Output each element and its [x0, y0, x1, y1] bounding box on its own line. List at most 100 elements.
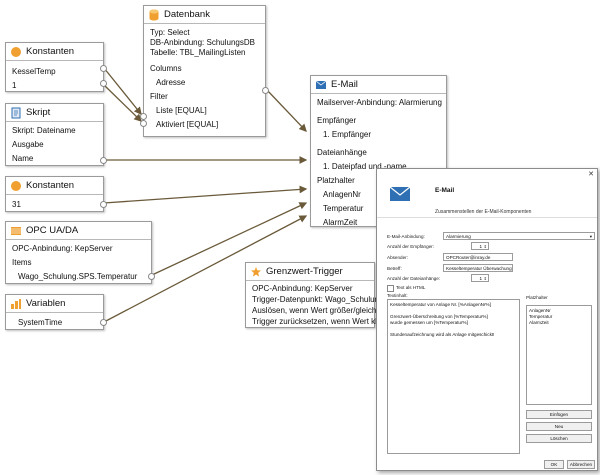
- platzhalter-item[interactable]: AnlagenNr: [529, 308, 551, 313]
- port[interactable]: [100, 201, 107, 208]
- email-mailserver: Mailserver-Anbindung: Alarmierung: [317, 98, 442, 107]
- wire-31-anlagennr: [103, 185, 308, 204]
- trigger-line: Auslösen, wenn Wert größer/gleich: [252, 306, 377, 315]
- abbrechen-button[interactable]: Abbrechen: [567, 460, 595, 469]
- port[interactable]: [100, 157, 107, 164]
- node-header: Datenbank: [144, 6, 265, 24]
- db-anbindung: DB-Anbindung: SchulungsDB: [150, 38, 255, 47]
- database-icon: [149, 9, 159, 20]
- platzhalter-item[interactable]: Temperatur: [529, 314, 553, 319]
- spin-icon: ⇕: [483, 244, 487, 249]
- mailserver-label: E-Mail-Anbindung:: [387, 234, 425, 239]
- db-filter-liste[interactable]: Liste [EQUAL]: [156, 106, 207, 115]
- node-title: Variablen: [26, 298, 66, 309]
- wire-1-aktiviert: [103, 84, 142, 122]
- port[interactable]: [100, 80, 107, 87]
- empfaenger-count-label: Anzahl der Empfänger:: [387, 244, 434, 249]
- node-header: Skript: [6, 104, 103, 122]
- node-title: Skript: [26, 107, 51, 118]
- db-columns-label: Columns: [150, 64, 182, 73]
- email-anhang-1[interactable]: 1. Dateipfad und -name: [323, 162, 407, 171]
- opc-item-temperatur[interactable]: Wago_Schulung.SPS.Temperatur: [18, 272, 138, 281]
- betreff-field[interactable]: Kesseltemperatur Überwachung: [443, 264, 513, 272]
- node-header: Konstanten: [6, 43, 103, 61]
- const-31[interactable]: 31: [12, 200, 21, 209]
- node-header: E-Mail: [311, 76, 446, 94]
- node-header: Variablen: [6, 295, 103, 313]
- db-column-adresse[interactable]: Adresse: [156, 78, 186, 87]
- wire-adresse-empfaenger: [265, 88, 307, 132]
- email-empfaenger-label: Empfänger: [317, 116, 357, 125]
- dialog-title: E-Mail: [435, 187, 455, 194]
- email-dialog: ✕ E-Mail Zusammenstellen der E-Mail-Komp…: [376, 168, 598, 471]
- node-skript[interactable]: Skript Skript: Dateiname Ausgabe Name: [5, 103, 107, 166]
- absender-value: OPCRouter@inray.de: [446, 255, 491, 260]
- node-konstanten-2[interactable]: Konstanten 31: [5, 176, 107, 212]
- var-systemtime[interactable]: SystemTime: [18, 318, 63, 327]
- email-empfaenger-1[interactable]: 1. Empfänger: [323, 130, 372, 139]
- node-grenzwert-trigger[interactable]: Grenzwert-Trigger OPC-Anbindung: KepServ…: [245, 262, 381, 328]
- opc-anbindung: OPC-Anbindung: KepServer: [12, 244, 113, 253]
- const-1[interactable]: 1: [12, 81, 17, 90]
- node-variablen[interactable]: Variablen SystemTime: [5, 294, 107, 330]
- trigger-icon: [251, 266, 261, 276]
- node-title: Konstanten: [26, 46, 75, 57]
- port[interactable]: [100, 65, 107, 72]
- platzhalter-list[interactable]: AnlagenNr Temperatur AlarmZeit: [526, 305, 592, 405]
- node-title: Grenzwert-Trigger: [266, 266, 343, 277]
- html-checkbox-label: Text als HTML: [396, 285, 426, 290]
- chevron-down-icon: ▾: [589, 234, 592, 239]
- node-header: OPC UA/DA: [6, 222, 151, 240]
- close-icon[interactable]: ✕: [588, 171, 594, 178]
- node-title: Datenbank: [164, 9, 210, 20]
- node-datenbank[interactable]: Datenbank Typ: Select DB-Anbindung: Schu…: [140, 5, 269, 137]
- mailserver-value: Alarmierung: [446, 234, 471, 239]
- skript-dateiname: Skript: Dateiname: [12, 126, 76, 135]
- wire-kesseltemp-liste: [103, 67, 142, 116]
- constant-icon: [11, 180, 21, 191]
- empfaenger-count-value: 1: [479, 244, 482, 249]
- wire-systemtime-alarmzeit: [103, 215, 308, 323]
- trigger-line: OPC-Anbindung: KepServer: [252, 284, 353, 293]
- port[interactable]: [100, 319, 107, 326]
- email-platz-anlagennr[interactable]: AnlagenNr: [323, 190, 361, 199]
- dialog-titlebar: ✕: [377, 169, 597, 179]
- html-checkbox[interactable]: [387, 285, 394, 292]
- textinhalt-label: Textinhalt:: [387, 293, 408, 298]
- node-opc[interactable]: OPC UA/DA OPC-Anbindung: KepServer Items…: [5, 221, 155, 284]
- betreff-label: Betreff:: [387, 266, 402, 271]
- platzhalter-item[interactable]: AlarmZeit: [529, 320, 549, 325]
- neu-button[interactable]: Neu: [526, 422, 592, 431]
- port[interactable]: [140, 120, 147, 127]
- port[interactable]: [140, 113, 147, 120]
- email-platz-temperatur[interactable]: Temperatur: [323, 204, 364, 213]
- spin-icon: ⇕: [483, 276, 487, 281]
- empfaenger-count-stepper[interactable]: 1 ⇕: [471, 242, 489, 250]
- textinhalt-textarea[interactable]: Kesseltemperatur von Anlage Nr. [%Anlage…: [387, 299, 520, 454]
- opc-items-label: Items: [12, 258, 32, 267]
- const-kesseltemp[interactable]: KesselTemp: [12, 67, 56, 76]
- betreff-value: Kesseltemperatur Überwachung: [446, 266, 512, 271]
- skript-name[interactable]: Name: [12, 154, 34, 163]
- mailserver-select[interactable]: Alarmierung ▾: [443, 232, 595, 240]
- port[interactable]: [262, 87, 269, 94]
- einfuegen-button[interactable]: Einfügen: [526, 410, 592, 419]
- trigger-line: Trigger-Datenpunkt: Wago_Schulun: [252, 295, 380, 304]
- absender-field[interactable]: OPCRouter@inray.de: [443, 253, 513, 261]
- node-header: Konstanten: [6, 177, 103, 195]
- wire-temperatur: [151, 202, 308, 276]
- email-platz-alarmzeit[interactable]: AlarmZeit: [323, 218, 358, 227]
- anhaenge-count-label: Anzahl der Dateianhänge:: [387, 276, 441, 281]
- constant-icon: [11, 46, 21, 57]
- loeschen-button[interactable]: Löschen: [526, 434, 592, 443]
- dialog-header: E-Mail Zusammenstellen der E-Mail-Kompon…: [377, 179, 597, 218]
- node-konstanten-1[interactable]: Konstanten KesselTemp 1: [5, 42, 107, 92]
- node-title: Konstanten: [26, 180, 75, 191]
- db-filter-aktiviert[interactable]: Aktiviert [EQUAL]: [156, 120, 219, 129]
- db-filter-label: Filter: [150, 92, 168, 101]
- anhaenge-count-stepper[interactable]: 1 ⇕: [471, 274, 489, 282]
- port[interactable]: [148, 273, 155, 280]
- ok-button[interactable]: OK: [544, 460, 564, 469]
